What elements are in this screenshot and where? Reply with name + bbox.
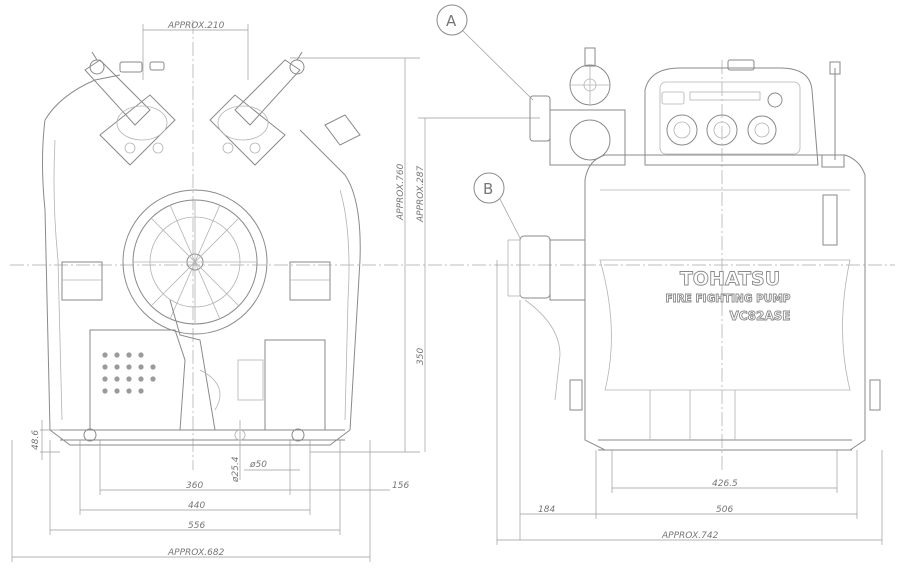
dim-foot-diameter: ø25.4 bbox=[231, 456, 241, 483]
pump-model-text: VC82ASE bbox=[730, 309, 791, 323]
engine-block-left bbox=[89, 329, 186, 431]
ventilation-grille bbox=[102, 352, 156, 394]
side-level-gauge bbox=[822, 194, 838, 246]
suction-inlet-b bbox=[519, 235, 551, 299]
dim-mid-height: APPROX.287 bbox=[416, 165, 426, 223]
front-housing-outline bbox=[42, 119, 361, 446]
callout-b-label: B bbox=[483, 180, 493, 198]
front-view: APPROX.210 APPROX.760 APPROX.287 350 48.… bbox=[10, 20, 895, 562]
suction-valve-assembly bbox=[507, 47, 626, 401]
dim-overall-height: APPROX.760 bbox=[396, 163, 406, 221]
control-panel bbox=[644, 59, 819, 166]
dim-width-440: 440 bbox=[188, 501, 205, 511]
dim-foot-width: ø50 bbox=[249, 460, 267, 470]
front-handle-right bbox=[324, 114, 361, 146]
dim-overall-width: APPROX.682 bbox=[167, 548, 225, 558]
front-bracket-left bbox=[61, 261, 103, 301]
discharge-valve-right bbox=[209, 51, 305, 166]
dim-base-height: 48.6 bbox=[31, 430, 41, 450]
front-housing-top-left bbox=[44, 74, 121, 121]
discharge-valve-left bbox=[84, 51, 176, 166]
dim-width-360: 360 bbox=[186, 481, 203, 491]
front-dimensions: APPROX.210 APPROX.760 APPROX.287 350 48.… bbox=[11, 21, 540, 562]
discharge-port-a bbox=[529, 95, 551, 142]
front-cap-left bbox=[119, 61, 143, 73]
dim-side-506: 506 bbox=[716, 505, 733, 515]
front-foot-right bbox=[291, 428, 305, 442]
dim-side-184: 184 bbox=[538, 505, 555, 515]
callout-a-label: A bbox=[446, 12, 457, 30]
pump-casing bbox=[122, 189, 268, 335]
dim-side-overall-length: APPROX.742 bbox=[661, 531, 719, 541]
callout-b: B bbox=[473, 172, 521, 239]
front-battery-box bbox=[264, 339, 326, 431]
side-view: TOHATSU FIRE FIGHTING PUMP VC82ASE A B 4… bbox=[436, 4, 883, 545]
front-bracket-right bbox=[289, 261, 331, 301]
dim-side-426: 426.5 bbox=[712, 479, 738, 489]
dim-center-height: 350 bbox=[416, 348, 426, 365]
callout-a: A bbox=[436, 4, 534, 101]
front-foot-left bbox=[83, 428, 97, 442]
pump-type-text: FIRE FIGHTING PUMP bbox=[666, 293, 791, 305]
dim-width-556: 556 bbox=[188, 521, 205, 531]
side-dimensions: 426.5 184 506 APPROX.742 bbox=[496, 260, 883, 545]
dim-top-width: APPROX.210 bbox=[167, 21, 225, 31]
side-body-outline bbox=[584, 154, 866, 451]
dim-offset-156: 156 bbox=[392, 481, 409, 491]
brand-logo-text: TOHATSU bbox=[680, 268, 780, 290]
